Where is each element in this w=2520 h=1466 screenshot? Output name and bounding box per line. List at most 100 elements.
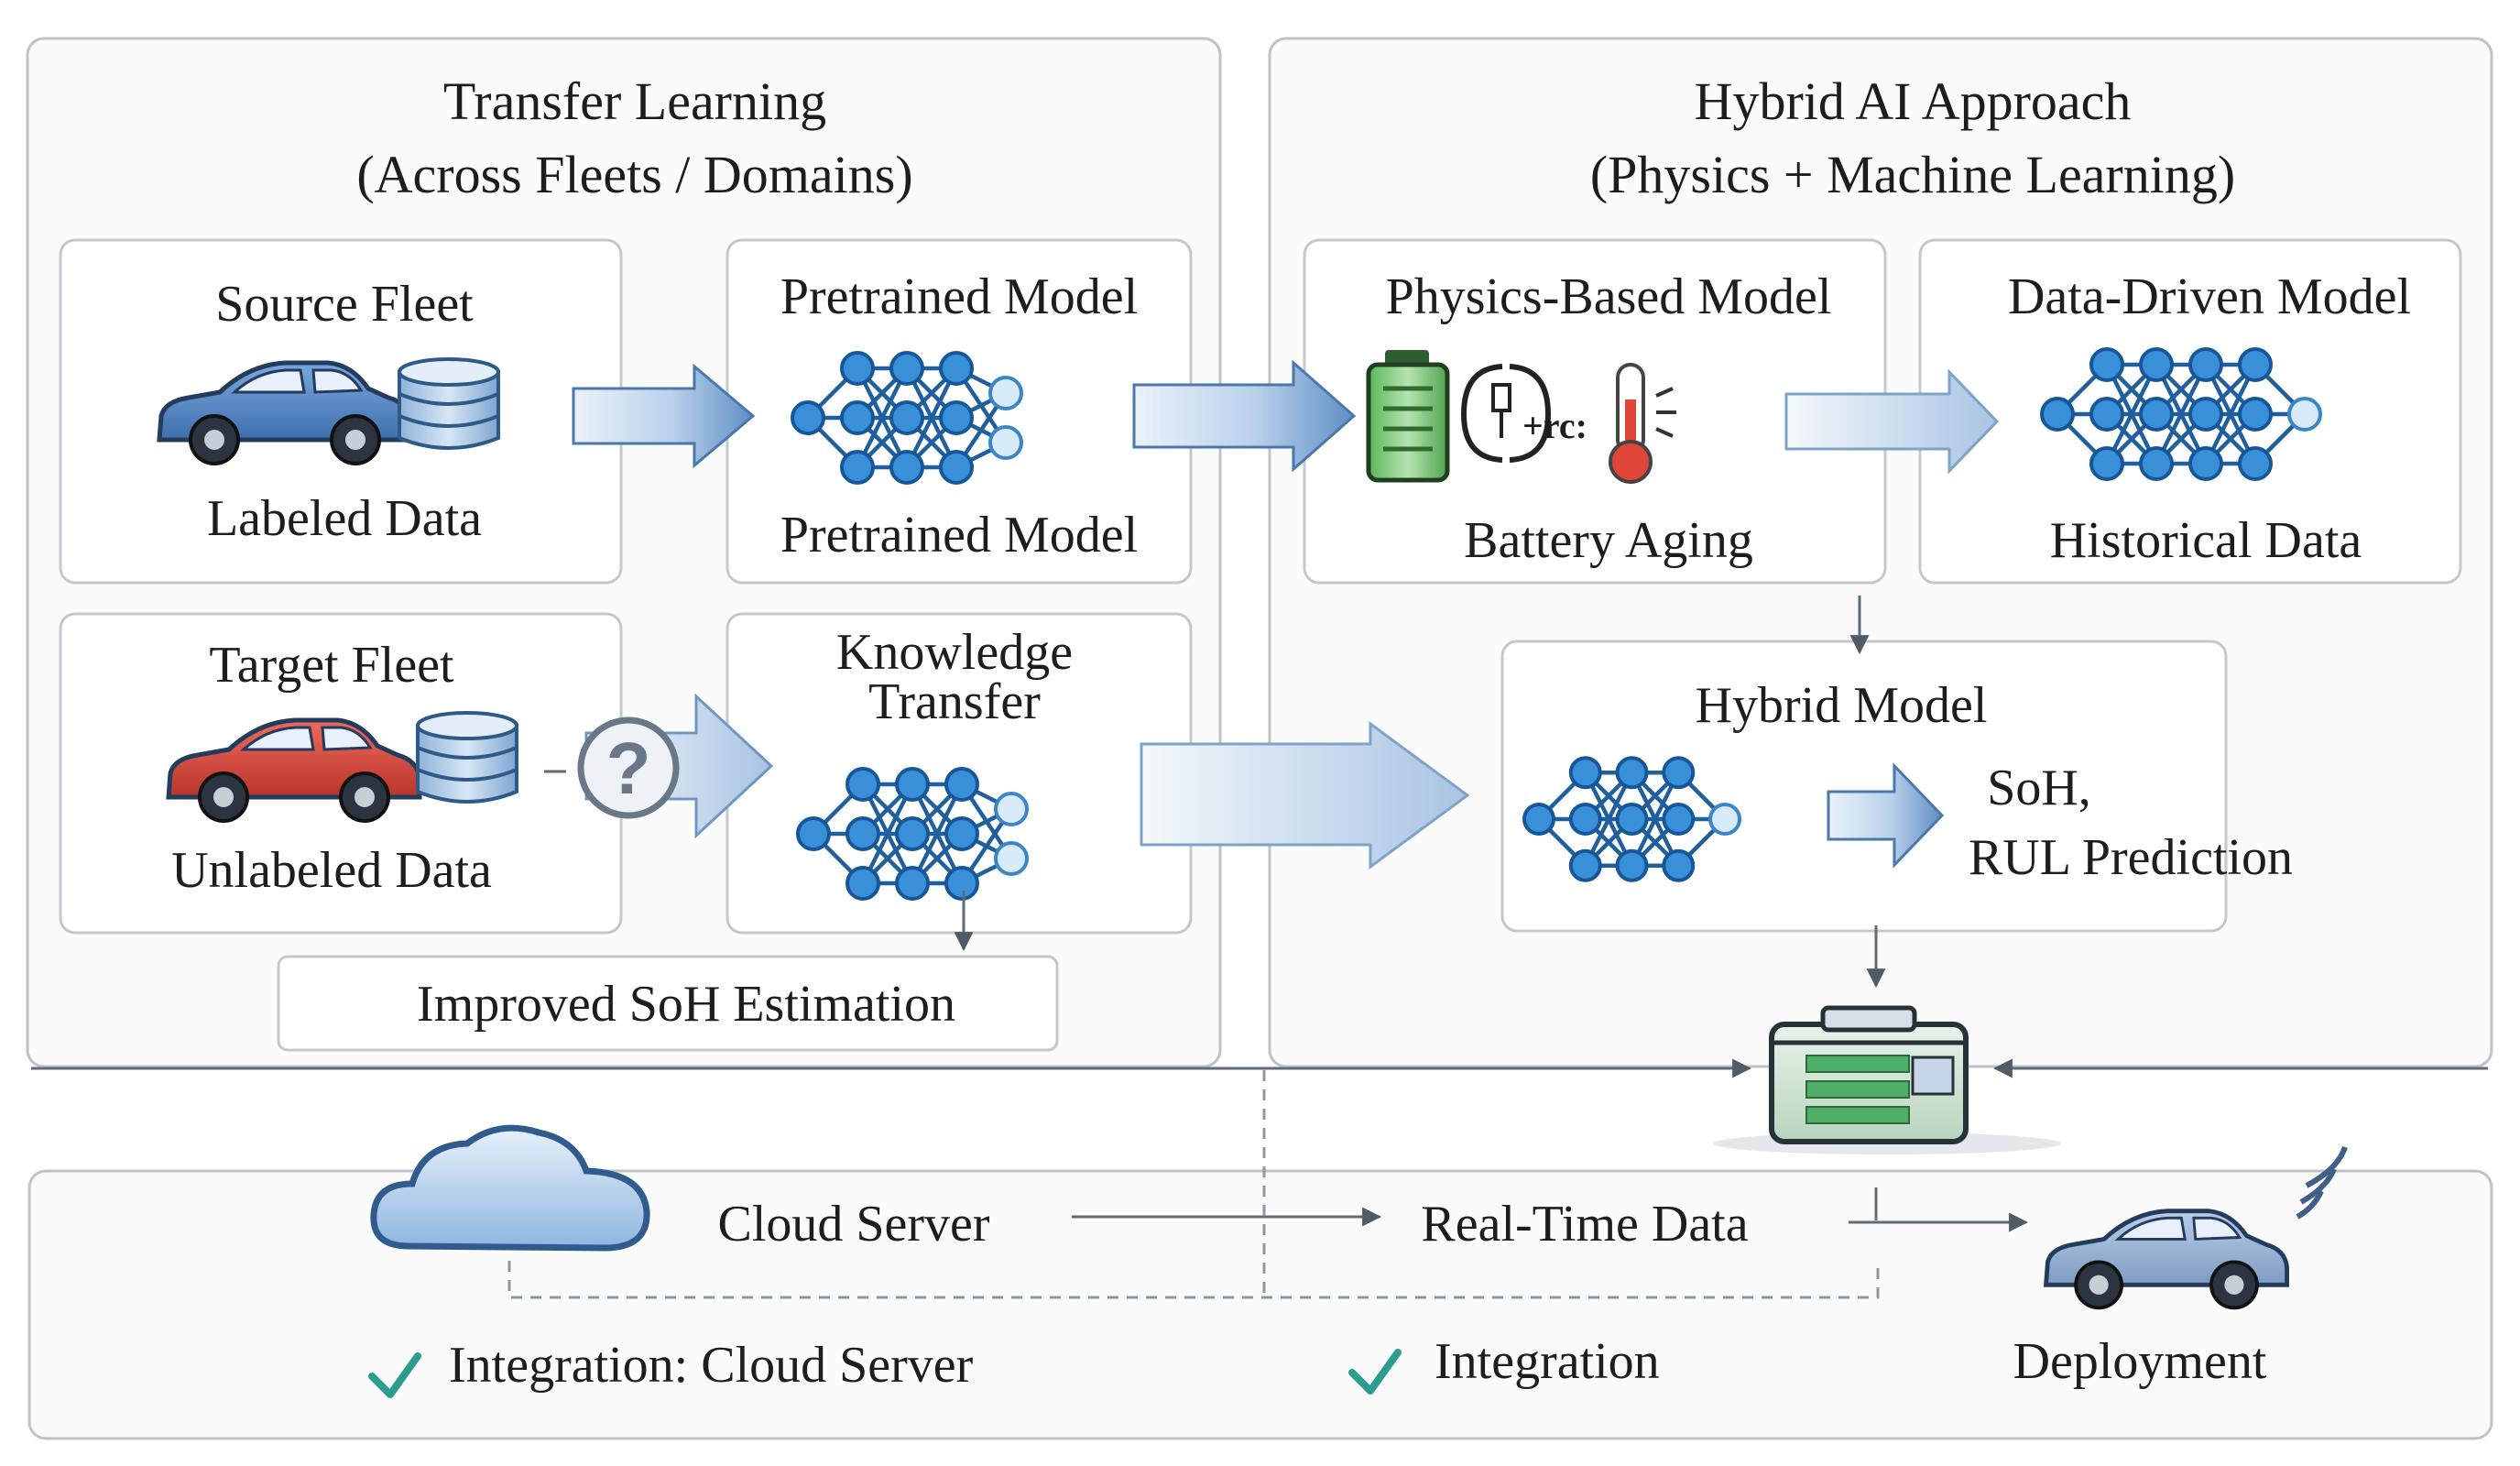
check-icon: [1348, 1349, 1402, 1395]
flow-arrow-hybrid-to-output: [1827, 762, 1945, 869]
flow-arrow-physics-to-data: [1784, 368, 2000, 475]
labeled-data-label: Labeled Data: [207, 490, 482, 547]
network-node: [2139, 446, 2174, 481]
unlabeled-data-label: Unlabeled Data: [171, 842, 492, 899]
flow-arrow-source-to-pretrained: [572, 363, 756, 469]
network-node: [840, 400, 875, 435]
network-edge: [2154, 363, 2209, 465]
network-node: [1615, 848, 1649, 882]
dashed-connector: [507, 1261, 1880, 1299]
network-edge: [860, 782, 915, 885]
network-node: [994, 841, 1029, 876]
transfer-learning-title: Transfer Learning: [443, 71, 826, 131]
network-node: [2089, 347, 2124, 382]
network-node: [796, 816, 831, 851]
hybrid-ai-subtitle: (Physics + Machine Learning): [1590, 145, 2235, 204]
network-node: [988, 376, 1023, 410]
network-node: [944, 816, 979, 851]
network-node: [2238, 347, 2273, 382]
network-node: [2188, 347, 2223, 382]
physics-model-title: Physics-Based Model: [1386, 268, 1832, 325]
target-fleet-title: Target Fleet: [209, 637, 454, 694]
source-fleet-title: Source Fleet: [215, 276, 474, 333]
battery-icon: [1366, 350, 1450, 483]
check-icon: [368, 1352, 421, 1398]
network-node: [840, 450, 875, 485]
network-node: [2040, 397, 2075, 432]
network-edge: [904, 366, 959, 469]
historical-data-label: Historical Data: [2050, 512, 2362, 569]
network-node: [944, 866, 979, 901]
knowledge-transfer-line1: Knowledge: [836, 624, 1073, 681]
network-node: [2188, 397, 2223, 432]
circuit-icon: +rc:: [1460, 364, 1587, 463]
wifi-icon: [2296, 1145, 2348, 1220]
network-node: [1615, 803, 1649, 836]
network-node: [845, 866, 880, 901]
svg-text:?: ?: [606, 728, 651, 809]
network-node: [1568, 803, 1602, 836]
transfer-learning-subtitle: (Across Fleets / Domains): [356, 145, 912, 204]
network-node: [840, 351, 875, 386]
network-node: [895, 767, 930, 802]
network-edge: [910, 782, 965, 885]
network-node: [845, 767, 880, 802]
improved-soh-box: [277, 955, 1059, 1052]
network-node: [1662, 756, 1696, 790]
network-node: [889, 450, 924, 485]
thermometer-icon: [1609, 363, 1676, 484]
circuit-label: +rc:: [1522, 405, 1587, 446]
question-icon: ?: [577, 717, 680, 819]
network-node: [1615, 756, 1649, 790]
network-edge: [2203, 363, 2258, 465]
database-icon: [398, 357, 500, 450]
network-node: [2238, 446, 2273, 481]
knowledge-transfer-line2: Transfer: [868, 673, 1041, 730]
neural-network-icon: [791, 351, 1023, 485]
network-node: [1522, 803, 1555, 836]
network-node: [845, 816, 880, 851]
real-time-data-label: Real-Time Data: [1421, 1196, 1748, 1253]
rul-output-label: RUL Prediction: [1969, 829, 2293, 886]
network-edge: [2104, 363, 2159, 465]
soh-output-label: SoH,: [1987, 760, 2091, 816]
battery-aging-label: Battery Aging: [1464, 512, 1753, 569]
integration-cloud-label: Integration: Cloud Server: [449, 1337, 974, 1394]
network-node: [1568, 756, 1602, 790]
flow-arrow-transfer-to-hybrid: [1140, 721, 1470, 870]
battery-pack-icon: [1713, 1005, 2061, 1154]
network-node: [1568, 848, 1602, 882]
data-driven-model-title: Data-Driven Model: [2008, 268, 2411, 325]
network-node: [1662, 803, 1696, 836]
network-node: [2139, 397, 2174, 432]
network-node: [2287, 397, 2322, 432]
network-edge: [855, 366, 910, 469]
cloud-server-label: Cloud Server: [717, 1196, 989, 1253]
database-icon: [416, 711, 518, 804]
cloud-icon: [370, 1124, 650, 1252]
network-node: [895, 866, 930, 901]
network-node: [889, 400, 924, 435]
improved-soh-label: Improved SoH Estimation: [417, 976, 955, 1033]
neural-network-icon: [1522, 756, 1742, 882]
network-node: [2188, 446, 2223, 481]
neural-network-icon: [796, 767, 1029, 901]
neural-network-icon: [2040, 347, 2322, 481]
flow-arrow-pretrained-to-physics: [1132, 359, 1357, 473]
network-node: [994, 792, 1029, 826]
network-node: [939, 400, 974, 435]
network-node: [889, 351, 924, 386]
network-node: [791, 400, 825, 435]
hybrid-model-title: Hybrid Model: [1696, 677, 1988, 734]
network-node: [2238, 397, 2273, 432]
deployment-panel: [27, 1169, 2493, 1440]
integration-label: Integration: [1435, 1333, 1660, 1390]
network-node: [944, 767, 979, 802]
hybrid-ai-title: Hybrid AI Approach: [1695, 71, 2132, 131]
network-edge: [1630, 771, 1681, 867]
network-edge: [1583, 771, 1634, 867]
pretrained-model-caption: Pretrained Model: [780, 507, 1138, 563]
network-node: [2139, 347, 2174, 382]
